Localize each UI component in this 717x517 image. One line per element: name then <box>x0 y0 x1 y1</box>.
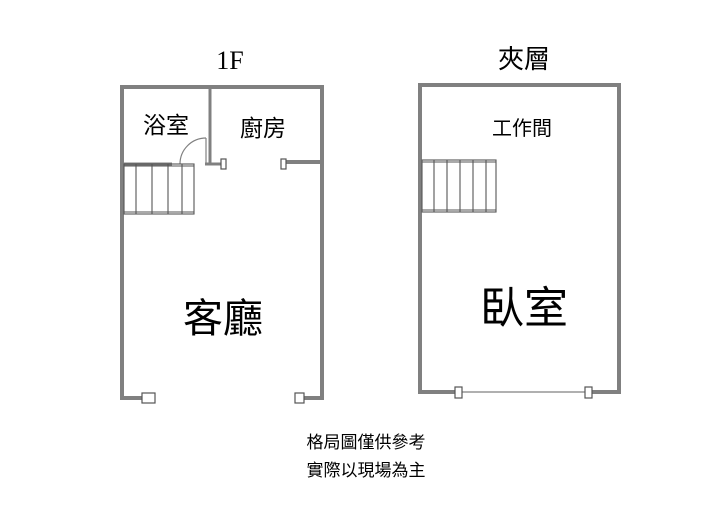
mezzanine-walls <box>418 83 621 394</box>
stair-outline <box>123 163 195 215</box>
floor-1f-staircase <box>123 163 195 215</box>
mezzanine-title: 夾層 <box>498 45 550 75</box>
bathroom-door-arc <box>179 137 207 165</box>
mezzanine-window-post-left <box>454 386 463 399</box>
room-label-bedroom: 臥室 <box>480 283 568 334</box>
kitchen-wall-stub-right <box>280 158 287 170</box>
floor-1f-right-wall-lower <box>302 162 324 400</box>
mezzanine-window-post-right <box>584 386 593 399</box>
floor-1f-outer-wall <box>120 85 324 400</box>
disclaimer: 格局圖僅供參考 實際以現場為主 <box>307 433 426 481</box>
entrance-post-right <box>294 392 305 404</box>
floor-1f-plan: 1F <box>120 46 324 404</box>
mezzanine-outer-wall <box>418 83 621 394</box>
room-label-workroom: 工作間 <box>492 116 552 140</box>
kitchen-wall-stub-left <box>220 158 227 170</box>
entrance-post-left <box>141 392 156 404</box>
room-label-living-room: 客廳 <box>183 296 263 342</box>
disclaimer-line-2: 實際以現場為主 <box>307 461 426 481</box>
room-label-bathroom: 浴室 <box>143 113 189 139</box>
room-label-kitchen: 廚房 <box>240 116 286 142</box>
disclaimer-line-1: 格局圖僅供參考 <box>307 433 426 453</box>
mezzanine-staircase <box>421 159 497 213</box>
stair-outline <box>421 159 497 213</box>
floor-1f-title: 1F <box>216 46 243 75</box>
mezzanine-plan: 夾層 工作間 臥室 <box>418 45 621 399</box>
bathroom-door <box>179 137 207 165</box>
